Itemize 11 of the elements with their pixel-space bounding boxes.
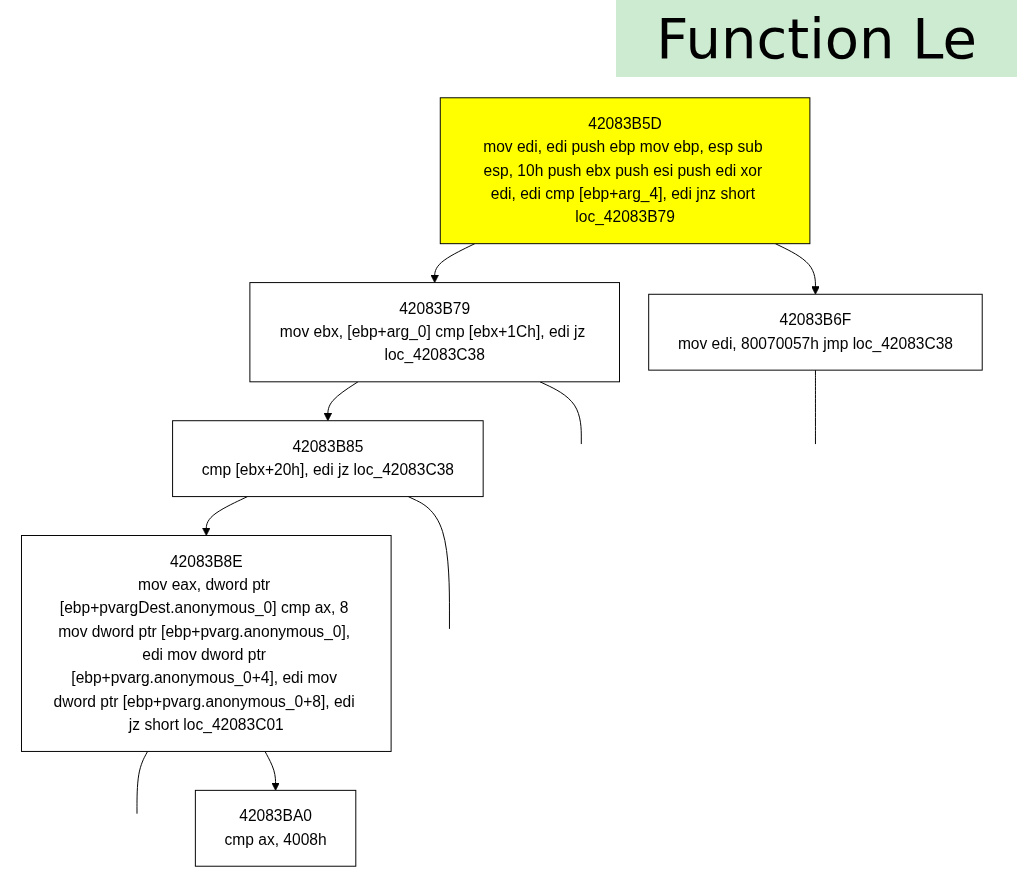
node-box: 42083B85 cmp [ebx+20h], edi jz loc_42083C38 (172, 420, 484, 498)
node-box: 42083B8E mov eax, dword ptr [ebp+pvargDest.anonymous_0] cmp ax, 8 mov dword ptr [ebp+pvarg.anonymous_0], edi mov dword ptr [ebp+pvarg.anonymous_0+4], edi mov dword ptr [ebp+pvarg.anonymous_0+8], edi jz short loc_42083C01 (21, 535, 392, 752)
node-box: 42083B6F mov edi, 80070057h jmp loc_42083C38 (648, 293, 983, 371)
node-box: 42083B5D mov edi, edi push ebp mov ebp, esp sub esp, 10h push ebx push esi push edi xor edi, edi cmp [ebp+arg_4], edi jnz short loc_42083B79 (439, 97, 811, 245)
slide-title: Function Le (616, 0, 1017, 77)
connector (136, 750, 149, 815)
node-box: 42083BA0 cmp ax, 4008h (194, 789, 357, 867)
connector (539, 381, 582, 445)
connector (814, 369, 816, 445)
node-box: 42083B79 mov ebx, [ebp+arg_0] cmp [ebx+1Ch], edi jz loc_42083C38 (249, 282, 620, 383)
connector (407, 496, 450, 630)
